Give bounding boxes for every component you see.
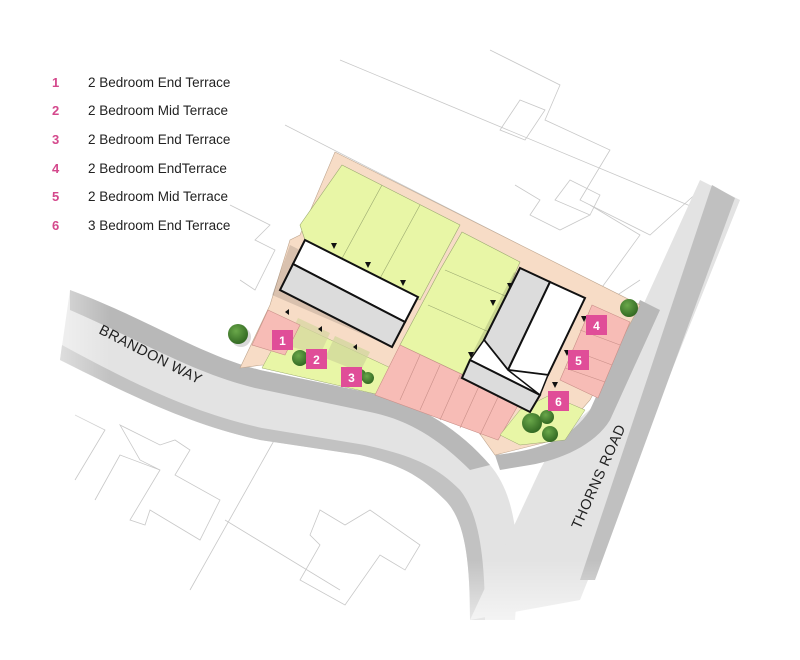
legend-number: 4 xyxy=(52,160,60,176)
legend-number: 5 xyxy=(52,189,60,205)
edge-fade xyxy=(0,250,110,430)
plot-badge-6[interactable]: 6 xyxy=(548,391,569,411)
tree-icon xyxy=(292,350,308,366)
legend-number: 2 xyxy=(52,103,60,119)
legend-label: 2 Bedroom Mid Terrace xyxy=(88,103,229,119)
tree-icon xyxy=(542,426,558,442)
tree-icon xyxy=(228,324,248,344)
legend-item-1: 1 2 Bedroom End Terrace xyxy=(48,68,230,97)
left-terrace-building xyxy=(272,238,420,349)
edge-fade xyxy=(400,560,800,660)
svg-text:5: 5 xyxy=(575,354,582,368)
tree-icon xyxy=(540,410,554,424)
plot-badge-2[interactable]: 2 xyxy=(306,349,327,369)
legend-label: 2 Bedroom End Terrace xyxy=(88,131,231,147)
legend-label: 2 Bedroom End Terrace xyxy=(88,74,231,90)
right-terrace-building xyxy=(459,266,587,414)
tree-icon xyxy=(362,372,374,384)
trees xyxy=(228,299,638,442)
svg-text:4: 4 xyxy=(593,319,600,333)
legend-item-3: 3 2 Bedroom End Terrace xyxy=(48,125,230,154)
legend-number: 1 xyxy=(52,74,60,90)
svg-text:3: 3 xyxy=(348,371,355,385)
tree-icon xyxy=(522,413,542,433)
plot-badge-3[interactable]: 3 xyxy=(341,367,362,387)
legend-number: 6 xyxy=(52,217,60,233)
legend: 1 2 Bedroom End Terrace 2 2 Bedroom Mid … xyxy=(48,68,230,240)
svg-text:2: 2 xyxy=(313,353,320,367)
legend-label: 3 Bedroom End Terrace xyxy=(88,217,231,233)
legend-item-4: 4 2 Bedroom EndTerrace xyxy=(48,154,230,183)
svg-text:1: 1 xyxy=(279,334,286,348)
entrance-arrows xyxy=(285,243,587,388)
legend-label: 2 Bedroom EndTerrace xyxy=(88,160,227,176)
tree-icon xyxy=(620,299,638,317)
legend-label: 2 Bedroom Mid Terrace xyxy=(88,189,229,205)
legend-number: 3 xyxy=(52,131,60,147)
legend-item-6: 6 3 Bedroom End Terrace xyxy=(48,211,230,240)
plot-badge-5[interactable]: 5 xyxy=(568,350,589,370)
plot-badge-1[interactable]: 1 xyxy=(272,330,293,350)
svg-text:6: 6 xyxy=(555,395,562,409)
legend-item-5: 5 2 Bedroom Mid Terrace xyxy=(48,182,230,211)
thorns-road xyxy=(470,180,740,620)
legend-item-2: 2 2 Bedroom Mid Terrace xyxy=(48,97,230,126)
plot-badge-4[interactable]: 4 xyxy=(586,315,607,335)
